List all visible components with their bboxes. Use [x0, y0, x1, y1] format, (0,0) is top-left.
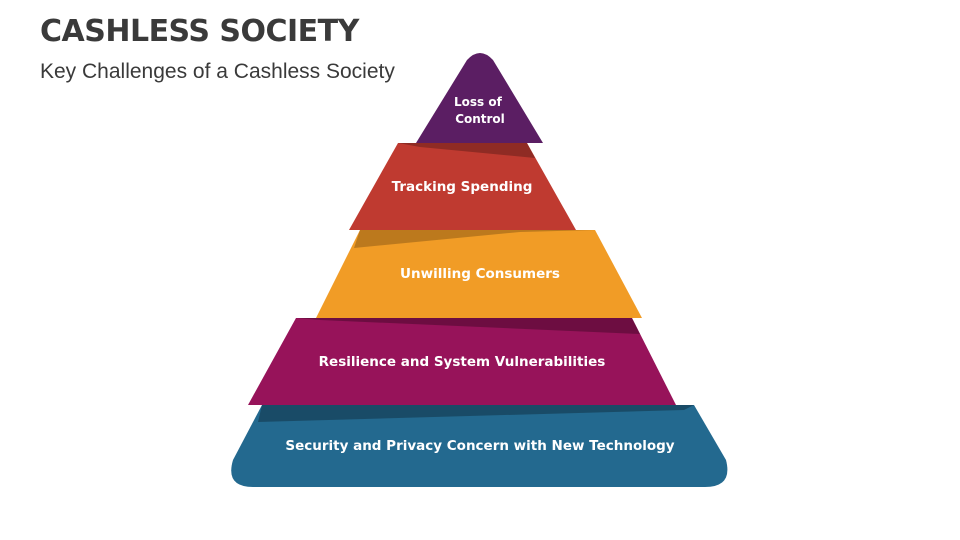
tier-1-line-2: Control [455, 112, 505, 126]
pyramid-tier-2: Tracking Spending [349, 143, 576, 230]
tier-5-label: Security and Privacy Concern with New Te… [285, 438, 674, 454]
pyramid-tier-5: Security and Privacy Concern with New Te… [231, 405, 728, 487]
pyramid-tier-3: Unwilling Consumers [316, 230, 642, 318]
tier-2-line-1: Tracking Spending [392, 179, 533, 195]
tier-3-line-1: Unwilling Consumers [400, 266, 560, 282]
slide-subtitle: Key Challenges of a Cashless Society [40, 60, 395, 83]
tier-1-label: Loss of Control [454, 95, 506, 126]
pyramid-tier-4: Resilience and System Vulnerabilities [248, 318, 676, 405]
tier-4-line-1: Resilience and System Vulnerabilities [319, 354, 606, 370]
tier-5-line-1: Security and Privacy Concern with New Te… [285, 438, 674, 454]
pyramid-tier-1: Loss of Control [416, 53, 543, 143]
tier-4-label: Resilience and System Vulnerabilities [319, 354, 606, 370]
tier-1-line-1: Loss of [454, 95, 503, 109]
tier-3-label: Unwilling Consumers [400, 266, 560, 282]
slide-title: CASHLESS SOCIETY [40, 14, 359, 49]
tier-2-label: Tracking Spending [392, 179, 533, 195]
